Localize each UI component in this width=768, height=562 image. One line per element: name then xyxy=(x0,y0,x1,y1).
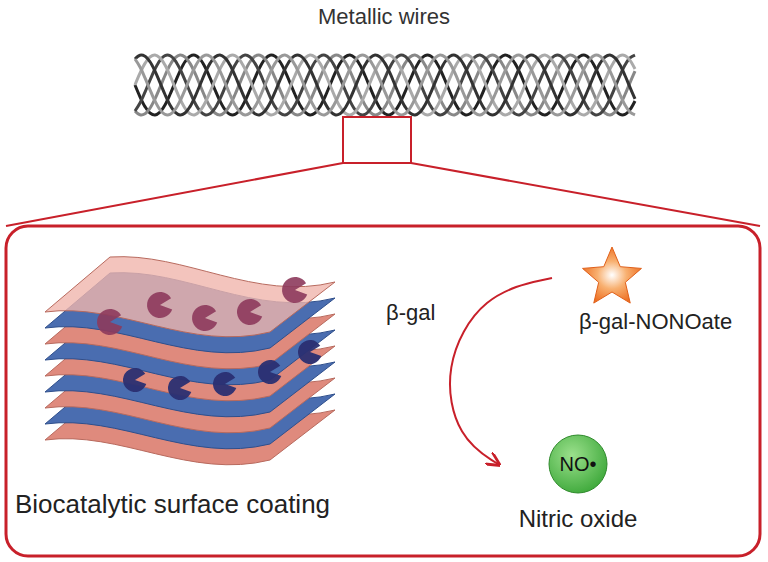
wire-strand xyxy=(135,55,635,115)
wire-strand xyxy=(135,55,635,115)
part-label: Biocatalytic surface coating xyxy=(15,489,330,520)
enzyme xyxy=(97,309,122,335)
star xyxy=(583,247,642,303)
no-circle: NO• Nitric oxide xyxy=(500,433,656,533)
zoom-panel xyxy=(6,226,760,556)
compound-label: β-gal-NONOate xyxy=(555,309,756,335)
zoom-line xyxy=(6,163,343,226)
enzyme xyxy=(298,340,321,364)
part-label: Metallic wires xyxy=(318,4,450,30)
enzyme xyxy=(192,305,217,331)
zoom-box xyxy=(343,117,411,163)
coating-layers xyxy=(45,257,335,465)
enzyme xyxy=(168,376,191,400)
circle-wrap: NO• xyxy=(547,433,609,495)
star-shape xyxy=(580,245,644,309)
zoom-line xyxy=(411,163,760,226)
wire-strand xyxy=(135,55,635,115)
enzyme xyxy=(123,368,146,392)
compound-label: Nitric oxide xyxy=(500,505,656,533)
enzyme xyxy=(282,277,307,303)
metallic-wire xyxy=(135,55,635,115)
enzyme-label: β-gal xyxy=(386,300,435,326)
enzyme xyxy=(213,372,236,396)
wire-strand xyxy=(135,55,635,115)
donor-star: β-gal-NONOate xyxy=(555,245,756,335)
wire-strand xyxy=(135,55,635,115)
enzyme xyxy=(258,360,281,384)
coating-sheet xyxy=(45,257,335,337)
enzyme xyxy=(147,292,172,318)
wire-strand xyxy=(135,55,635,115)
formula: NO• xyxy=(547,433,609,495)
reaction-arrow xyxy=(450,278,552,464)
enzyme xyxy=(237,299,262,325)
